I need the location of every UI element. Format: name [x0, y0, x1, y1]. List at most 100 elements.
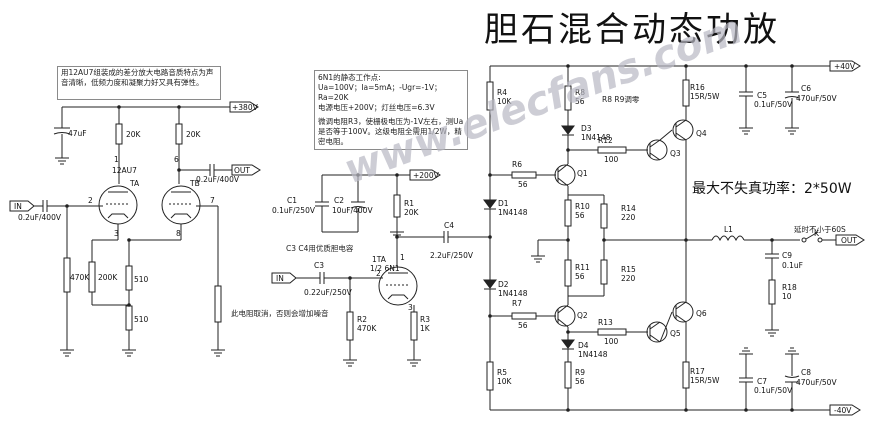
q4-label: Q4: [696, 129, 707, 138]
pin-7: 7: [210, 196, 215, 205]
r13-value: 100: [604, 337, 619, 346]
r13-label: R13: [598, 318, 613, 327]
r510-a: 510: [134, 275, 149, 284]
d4-label: D4: [578, 341, 589, 350]
r17-value: 15R/5W: [690, 376, 720, 385]
q2-label: Q2: [577, 311, 588, 320]
r18-label: R18: [782, 283, 797, 292]
rail-plus380: +380V: [232, 103, 259, 112]
d3-value: 1N4148: [581, 133, 611, 142]
c1-value: 0.1uF/250V: [272, 206, 316, 215]
r9-value: 56: [575, 377, 585, 386]
r200k: 200K: [98, 273, 118, 282]
c3-c4-note: C3 C4用优质胆电容: [286, 244, 354, 253]
r510-b: 510: [134, 315, 149, 324]
r1-label: R1: [404, 199, 414, 208]
r8-r9-note: R8 R9调零: [602, 95, 640, 104]
bias-note-line3: 微调电阻R3，使栅极电压为-1V左右，测Ua是否等于100V。这级电阻全需用1/…: [318, 117, 464, 146]
bias-note-line1: Ua=100V；Ia=5mA；-Ugr=-1V；Ra=20K: [318, 83, 442, 102]
pin-6: 6: [174, 155, 179, 164]
pin-1: 1: [114, 155, 119, 164]
tube2-pin1: 1: [400, 253, 405, 262]
r16-label: R16: [690, 83, 705, 92]
pin-2: 2: [88, 196, 93, 205]
pin-8: 8: [176, 229, 181, 238]
r15-label: R15: [621, 265, 636, 274]
cap-in-value: 0.2uF/400V: [18, 213, 62, 222]
c7-label: C7: [757, 377, 767, 386]
c3-value: 0.22uF/250V: [304, 288, 353, 297]
in-label-1: IN: [14, 202, 22, 211]
out-label-1: OUT: [234, 166, 250, 175]
r5-value: 10K: [497, 377, 513, 386]
r470k-a: 470K: [70, 273, 90, 282]
r16-value: 15R/5W: [690, 92, 720, 101]
cap-out-value: 0.2uF/400V: [196, 175, 240, 184]
d1-label: D1: [498, 199, 509, 208]
r9-label: R9: [575, 368, 585, 377]
r8-value: 56: [575, 97, 585, 106]
r15-value: 220: [621, 274, 636, 283]
max-power-note: 最大不失真功率：2*50W: [692, 181, 852, 197]
page-title: 胆石混合动态功放: [484, 10, 780, 50]
d1-value: 1N4148: [498, 208, 528, 217]
r3-label: R3: [420, 315, 430, 324]
tube-tb: TB: [189, 179, 200, 188]
tube-ta: TA: [129, 179, 140, 188]
c4-value: 2.2uF/250V: [430, 251, 474, 260]
r7-label: R7: [512, 299, 522, 308]
q5-label: Q5: [670, 329, 681, 338]
c6-value: 470uF/50V: [796, 94, 837, 103]
q3-label: Q3: [670, 149, 681, 158]
r7-value: 56: [518, 321, 528, 330]
resistor-removed-note: 此电阻取消，否则会增加噪音: [231, 309, 329, 318]
tube-stage-note-text: 用12AU7组装成的差分放大电路音质特点为声音清晰，低频力度和凝聚力好又具有弹性…: [61, 68, 214, 87]
c3-label: C3: [314, 261, 324, 270]
r17-label: R17: [690, 367, 705, 376]
c7-value: 0.1uF/50V: [754, 386, 793, 395]
c8-label: C8: [801, 368, 811, 377]
bias-note: 6N1的静态工作点: Ua=100V；Ia=5mA；-Ugr=-1V；Ra=20…: [314, 70, 468, 150]
c6-label: C6: [801, 84, 811, 93]
c4-label: C4: [444, 221, 454, 230]
rail-plus40: +40V: [834, 62, 856, 71]
c5-label: C5: [757, 91, 767, 100]
r5-label: R5: [497, 368, 507, 377]
r14-label: R14: [621, 204, 636, 213]
r1-value: 20K: [404, 208, 420, 217]
l1-label: L1: [724, 225, 733, 234]
r2-value: 470K: [357, 324, 377, 333]
r3-value: 1K: [420, 324, 431, 333]
tube2-pin2: 2: [376, 269, 381, 278]
tube-name: 12AU7: [112, 166, 137, 175]
r20k-b: 20K: [186, 130, 202, 139]
tube-stage-note: 用12AU7组装成的差分放大电路音质特点为声音清晰，低频力度和凝聚力好又具有弹性…: [57, 66, 221, 100]
in-label-2: IN: [276, 274, 284, 283]
r4-value: 10K: [497, 97, 513, 106]
delay-note: 延时不小于60S: [794, 225, 846, 234]
switch-k-label: K: [814, 229, 820, 238]
r11-value: 56: [575, 272, 585, 281]
rail-minus40: -40V: [834, 406, 852, 415]
c1-label: C1: [287, 196, 297, 205]
r18-value: 10: [782, 292, 792, 301]
r10-value: 56: [575, 211, 585, 220]
r4-label: R4: [497, 88, 507, 97]
c9-value: 0.1uF: [782, 261, 803, 270]
r2-label: R2: [357, 315, 367, 324]
d4-value: 1N4148: [578, 350, 608, 359]
c8-value: 470uF/50V: [796, 378, 837, 387]
r14-value: 220: [621, 213, 636, 222]
r10-label: R10: [575, 202, 590, 211]
q1-label: Q1: [577, 169, 588, 178]
bias-note-line2: 电源电压+200V；灯丝电压=6.3V: [318, 103, 435, 112]
bias-note-title: 6N1的静态工作点:: [318, 73, 381, 82]
out-label-2: OUT: [841, 236, 857, 245]
q6-label: Q6: [696, 309, 707, 318]
r11-label: R11: [575, 263, 590, 272]
c2-value: 10uF/400V: [332, 206, 373, 215]
rail-plus200: +200V: [413, 171, 440, 180]
r12-value: 100: [604, 155, 619, 164]
tube2-pin3: 3: [408, 303, 413, 312]
